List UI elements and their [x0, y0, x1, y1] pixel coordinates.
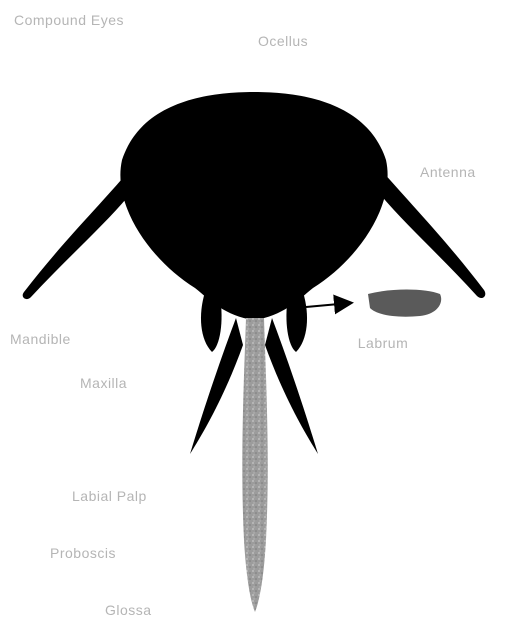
label-proboscis: Proboscis [50, 545, 116, 561]
label-glossa: Glossa [105, 602, 152, 618]
label-maxilla: Maxilla [80, 375, 127, 391]
antenna-left [23, 172, 135, 299]
mandible-left [201, 292, 222, 352]
label-labrum: Labrum [338, 335, 428, 351]
label-mandible: Mandible [10, 331, 71, 347]
mandible-right [286, 292, 307, 352]
label-compound-eyes: Compound Eyes [14, 12, 124, 28]
labrum-arrow [306, 303, 350, 307]
head [120, 92, 387, 320]
glossa [242, 318, 267, 612]
label-labial-palp: Labial Palp [72, 488, 147, 504]
label-ocellus: Ocellus [258, 33, 308, 49]
labrum-shape [368, 290, 441, 317]
label-antenna: Antenna [420, 164, 476, 180]
antenna-right [375, 172, 485, 298]
